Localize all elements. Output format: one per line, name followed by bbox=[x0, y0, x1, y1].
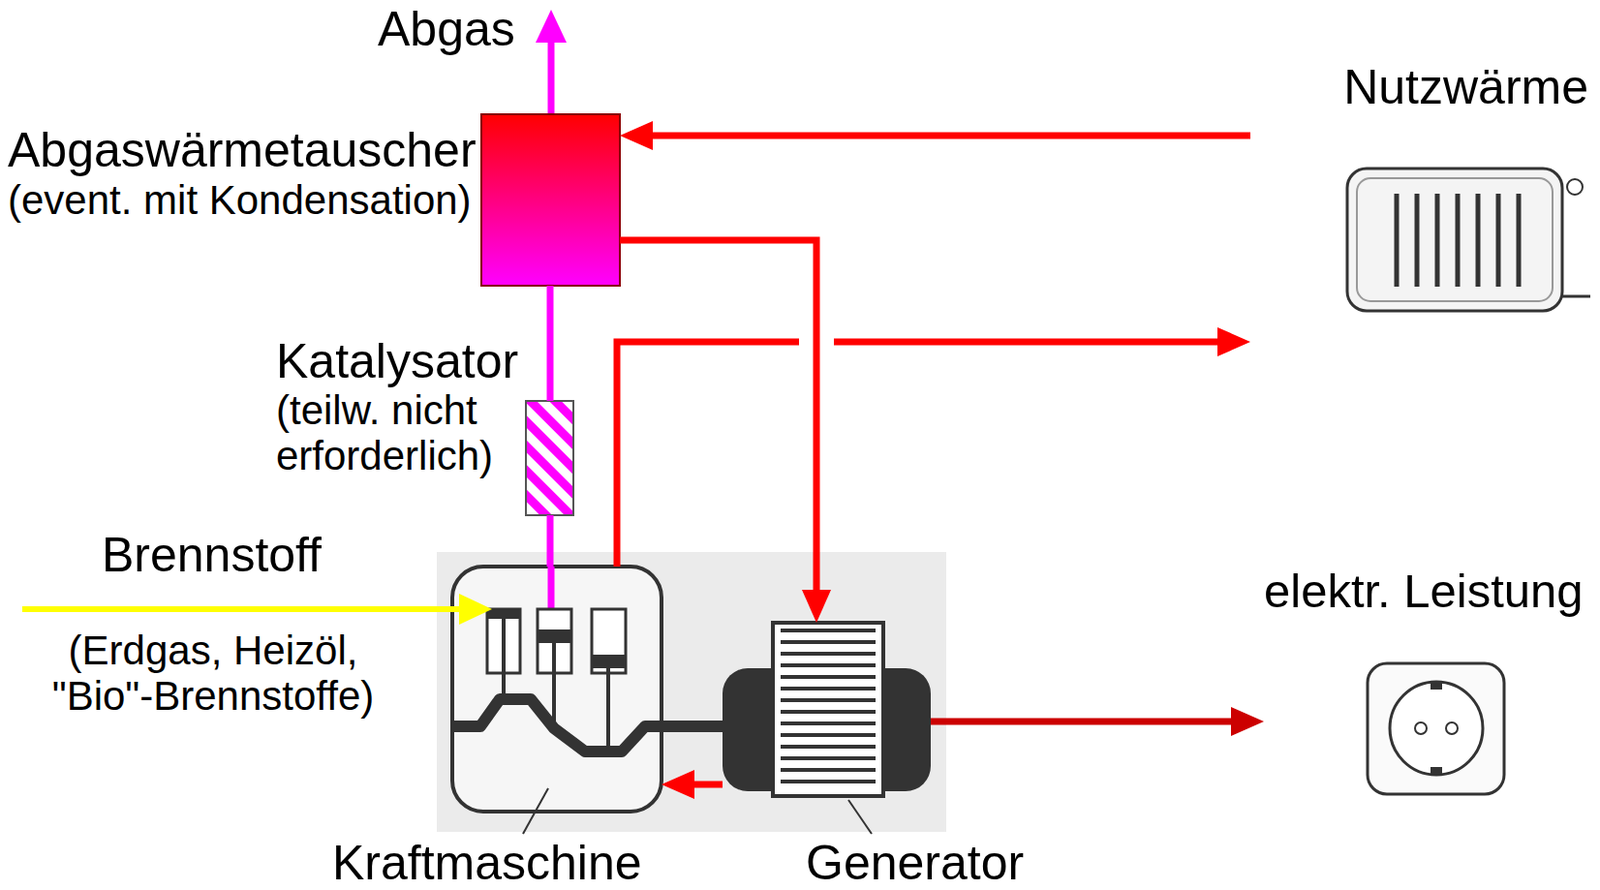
exhaust-line bbox=[548, 36, 555, 115]
fuel-arrowhead bbox=[459, 593, 493, 625]
component-label: Kraftmaschine bbox=[332, 838, 643, 888]
radiator-ribs bbox=[1396, 193, 1519, 287]
text-label: Brennstoff bbox=[101, 530, 322, 580]
arrowhead bbox=[1217, 327, 1251, 357]
cylinder bbox=[591, 609, 626, 674]
flow-connector bbox=[616, 327, 1251, 567]
component-label: Abgaswärmetauscher bbox=[7, 125, 477, 175]
exhaust-arrowhead bbox=[535, 9, 567, 43]
crankshaft bbox=[454, 699, 727, 752]
piston bbox=[591, 654, 626, 669]
flow-connector bbox=[619, 121, 1251, 151]
component-node: Kraftmaschine bbox=[452, 566, 662, 812]
radiator-pipe bbox=[1562, 295, 1591, 299]
connecting-rod bbox=[501, 618, 506, 700]
component-node: elektr. Leistung bbox=[1263, 658, 1505, 800]
fuel-line bbox=[22, 606, 463, 613]
flow-connector bbox=[930, 707, 1264, 737]
socket-earth bbox=[1430, 681, 1443, 690]
machine-panel bbox=[436, 552, 947, 832]
heat-exchanger bbox=[481, 114, 620, 286]
component-label: Generator bbox=[805, 838, 1024, 888]
flow-connector bbox=[619, 240, 834, 623]
flow-line bbox=[619, 240, 817, 592]
radiator-valve bbox=[1567, 179, 1583, 195]
socket-hole bbox=[1446, 722, 1458, 735]
radiator bbox=[1347, 168, 1563, 311]
flow-connector bbox=[550, 515, 552, 567]
text-label: Abgas bbox=[377, 4, 516, 54]
component-node: Nutzwärme bbox=[1250, 116, 1563, 359]
generator-fins bbox=[780, 628, 876, 791]
piston bbox=[487, 609, 521, 619]
component-node: Abgaswärmetauscher(event. mit Kondensati… bbox=[481, 114, 620, 286]
socket-face bbox=[1389, 681, 1483, 775]
socket-earth bbox=[1430, 767, 1443, 775]
flow-line bbox=[692, 781, 723, 789]
flow-line bbox=[547, 515, 554, 567]
leader-line bbox=[848, 800, 872, 834]
engine-housing bbox=[452, 566, 662, 812]
flow-line bbox=[547, 285, 554, 401]
component-label: elektr. Leistung bbox=[1263, 567, 1584, 616]
piston bbox=[537, 629, 572, 644]
flow-line bbox=[650, 132, 1251, 140]
arrowhead bbox=[661, 769, 695, 800]
radiator-inner bbox=[1356, 178, 1553, 302]
generator-housing bbox=[772, 622, 884, 797]
catalyst bbox=[525, 400, 574, 516]
flow-line bbox=[930, 718, 1233, 726]
component-node: Generator bbox=[722, 622, 931, 797]
leader-line bbox=[523, 788, 549, 834]
socket-hole bbox=[1415, 722, 1427, 735]
text-label: (Erdgas, Heizöl, "Bio"-Brennstoffe) bbox=[38, 627, 388, 719]
flow-connector bbox=[661, 769, 723, 800]
component-label: Nutzwärme bbox=[1343, 62, 1589, 112]
flow-line bbox=[616, 341, 1220, 567]
exhaust-line bbox=[548, 566, 555, 610]
component-note: (event. mit Kondensation) bbox=[7, 180, 472, 221]
component-label: Katalysator bbox=[276, 337, 519, 386]
arrowhead bbox=[801, 589, 831, 623]
component-node: Katalysator(teilw. nicht erforderlich) bbox=[525, 400, 574, 516]
connecting-rod bbox=[552, 643, 556, 729]
arrowhead bbox=[1230, 707, 1264, 737]
component-note: (teilw. nicht erforderlich) bbox=[276, 387, 509, 479]
socket-plate bbox=[1367, 663, 1505, 795]
arrowhead bbox=[619, 121, 653, 151]
connecting-rod bbox=[606, 668, 611, 748]
flow-connector bbox=[550, 285, 552, 401]
